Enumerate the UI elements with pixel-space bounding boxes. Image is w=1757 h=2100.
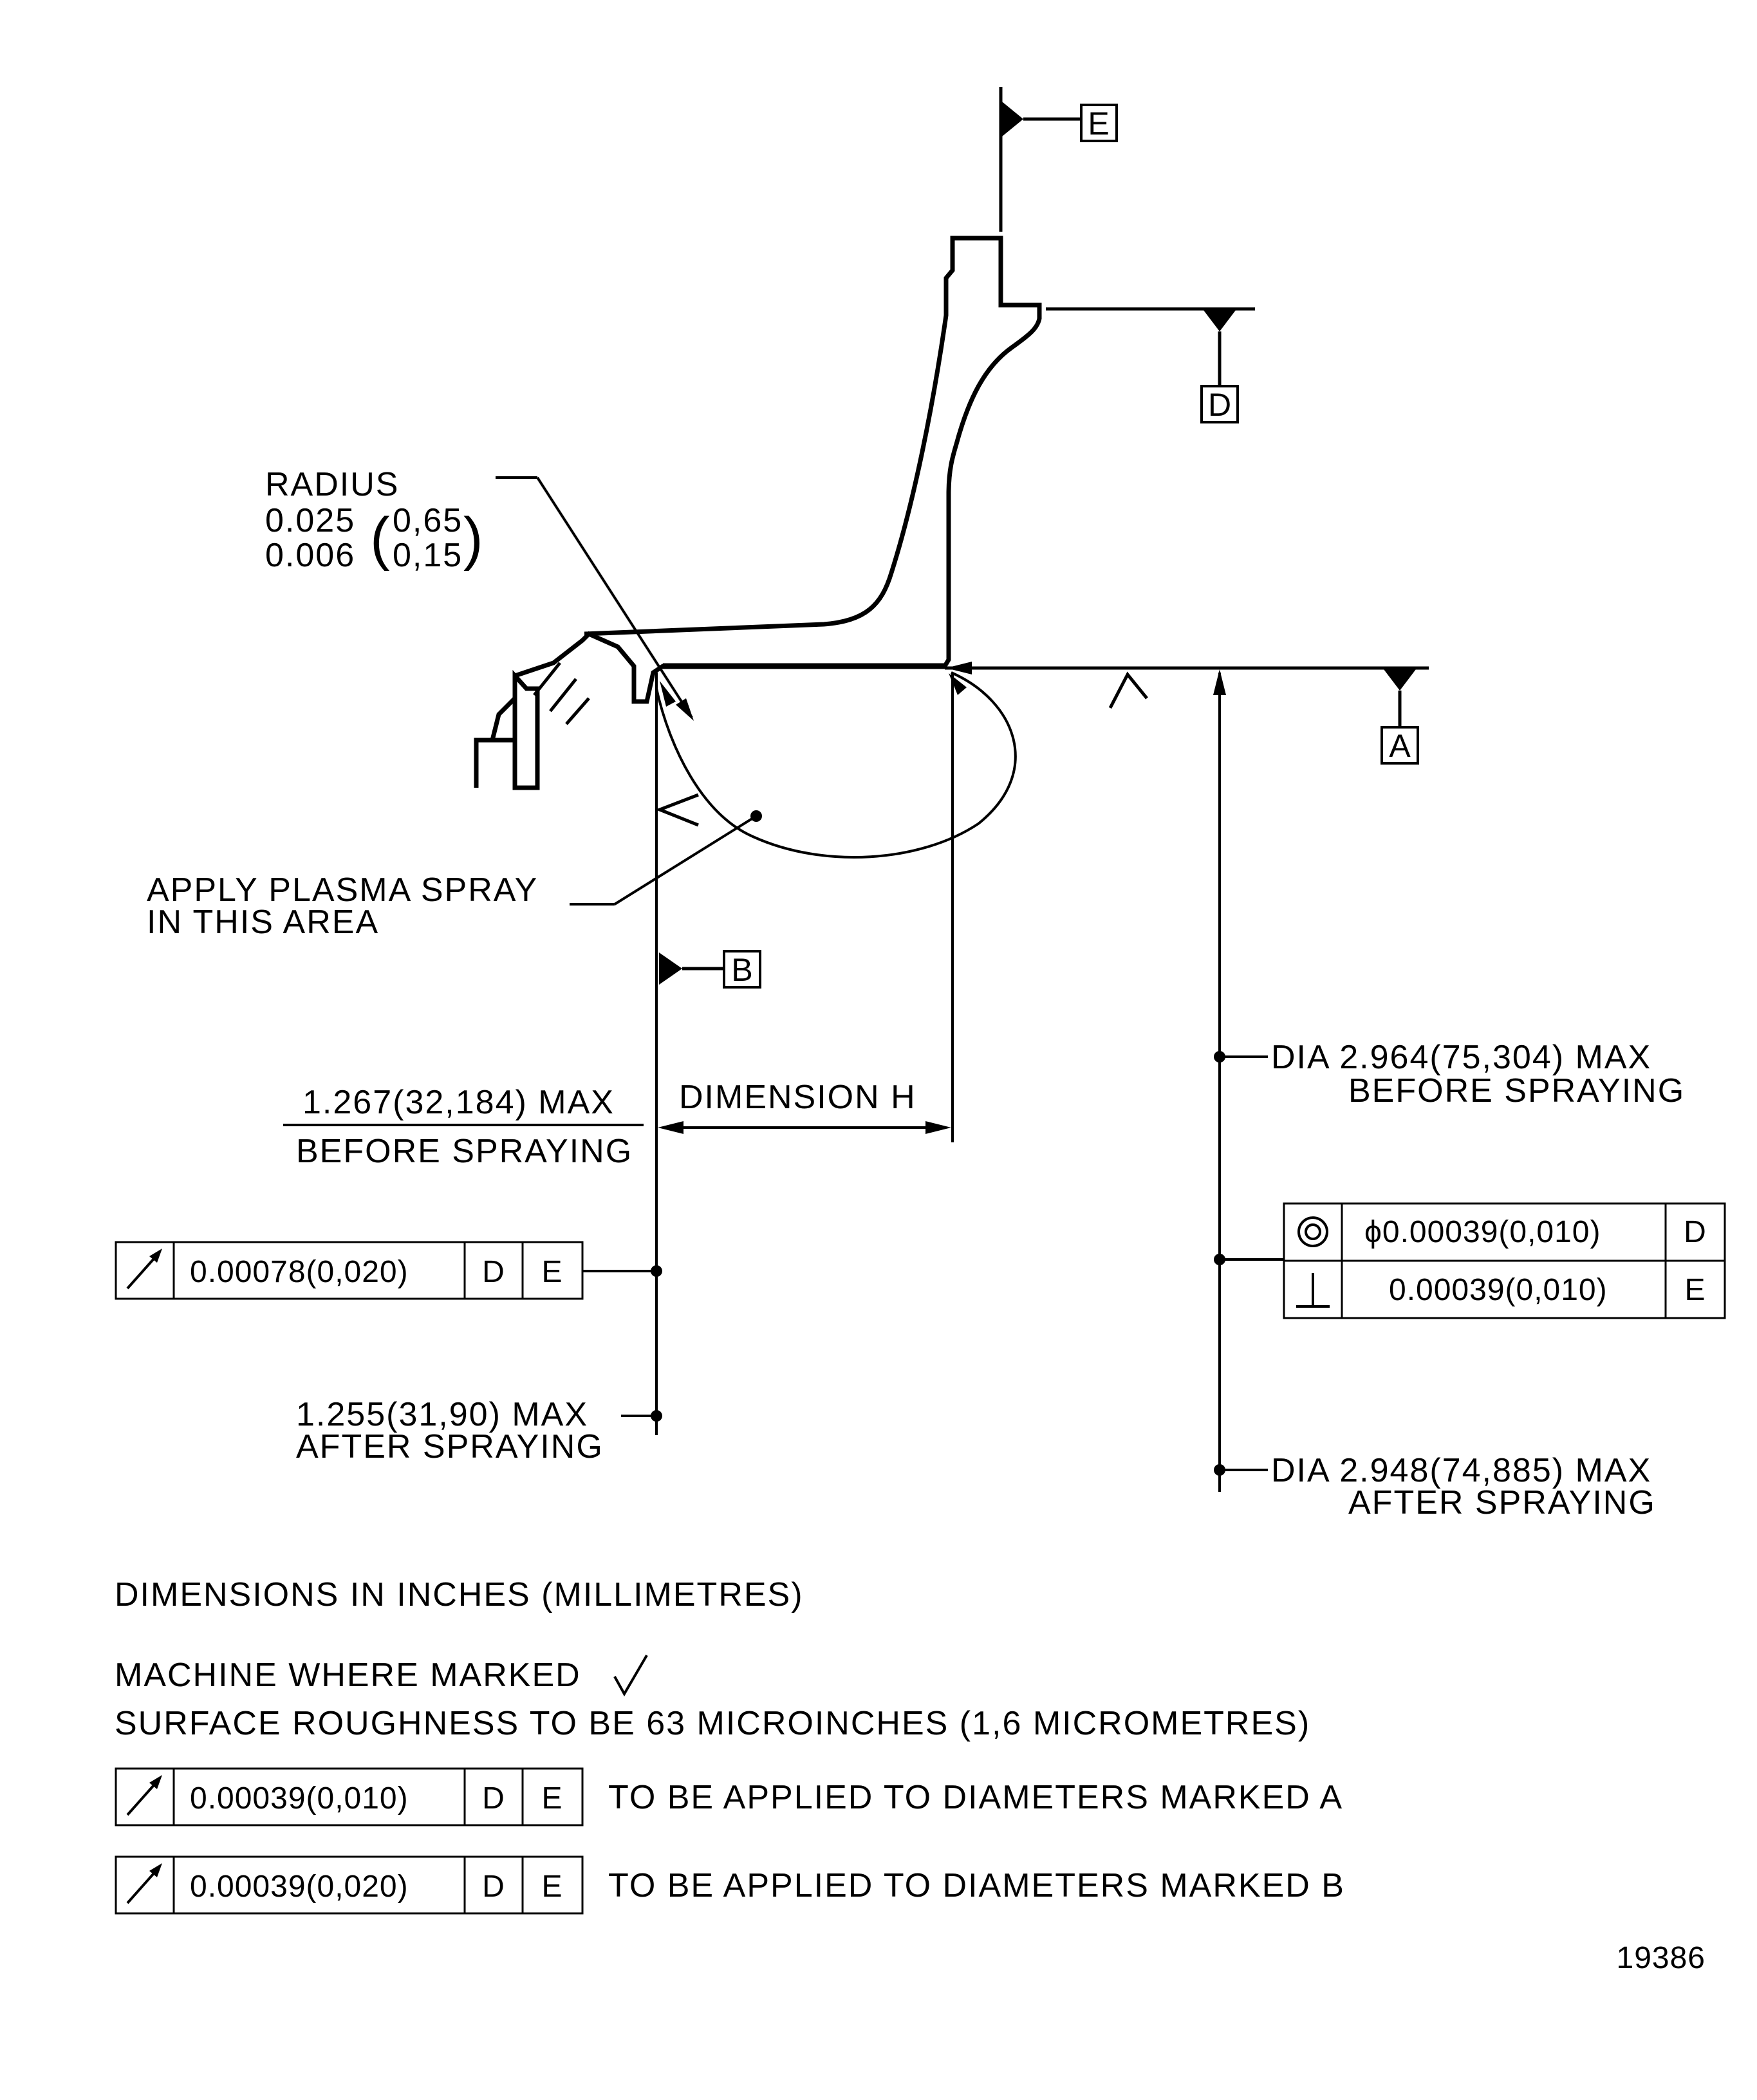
fcf-left-ref1: D xyxy=(482,1255,505,1289)
hatch-marks xyxy=(533,662,590,725)
radius-paren-left: ( xyxy=(370,506,390,571)
dia-before-note: BEFORE SPRAYING xyxy=(1348,1072,1685,1110)
dim-h-after-value: 1.255(31,90) MAX xyxy=(296,1396,588,1433)
datum-a-symbol xyxy=(945,666,1429,765)
dim-h-before-value: 1.267(32,184) MAX xyxy=(302,1084,615,1121)
dim-h-before-note: BEFORE SPRAYING xyxy=(296,1133,633,1170)
part-profile xyxy=(474,236,1042,790)
datum-b-symbol xyxy=(659,950,761,989)
machine-marks xyxy=(655,671,1148,827)
fcf-left-value: 0.00078(0,020) xyxy=(190,1255,409,1289)
arrowheads xyxy=(658,662,1226,1134)
note-units: DIMENSIONS IN INCHES (MILLIMETRES) xyxy=(115,1576,804,1613)
fcf-right-row1-ref: D xyxy=(1684,1215,1707,1249)
datum-b-label: B xyxy=(731,952,752,988)
figure-number: 19386 xyxy=(1617,1941,1706,1975)
datum-a-label: A xyxy=(1389,728,1411,764)
radius-upper-inch: 0.025 xyxy=(265,502,355,539)
plasma-note-line2: IN THIS AREA xyxy=(147,904,379,941)
tolerance-row-b-ref1: D xyxy=(482,1870,505,1904)
perpendicularity-icon xyxy=(1296,1273,1330,1308)
tolerance-row-a-text: TO BE APPLIED TO DIAMETERS MARKED A xyxy=(608,1779,1343,1816)
tolerance-row-b-value: 0.00039(0,020) xyxy=(190,1870,409,1904)
note-roughness: SURFACE ROUGHNESS TO BE 63 MICROINCHES (… xyxy=(115,1705,1310,1742)
datum-e-symbol xyxy=(999,87,1118,232)
radius-lower-inch: 0.006 xyxy=(265,537,355,574)
datum-e-label: E xyxy=(1088,106,1109,142)
dim-h-after-note: AFTER SPRAYING xyxy=(296,1428,604,1465)
datum-d-symbol xyxy=(1046,307,1255,423)
fcf-right-row1-value: ϕ0.00039(0,010) xyxy=(1364,1215,1601,1249)
concentricity-icon xyxy=(1297,1216,1328,1247)
radius-paren-right: ) xyxy=(463,506,483,571)
machine-check-icon xyxy=(613,1654,648,1697)
fcf-right-row2-ref: E xyxy=(1684,1273,1706,1307)
tolerance-row-b: 0.00039(0,020) D E TO BE APPLIED TO DIAM… xyxy=(115,1855,1345,1915)
dimension-lines xyxy=(283,476,1284,1492)
tolerance-row-a-ref1: D xyxy=(482,1781,505,1816)
fcf-right-row2-value: 0.00039(0,010) xyxy=(1389,1273,1608,1307)
runout-arrow-icon xyxy=(126,1249,162,1290)
radius-upper-mm: 0,65 xyxy=(393,502,463,539)
tolerance-row-a: 0.00039(0,010) D E TO BE APPLIED TO DIAM… xyxy=(115,1767,1343,1826)
runout-arrow-icon xyxy=(126,1863,162,1904)
fcf-left-ref2: E xyxy=(541,1255,562,1289)
dimension-h-label: DIMENSION H xyxy=(679,1079,916,1116)
radius-title: RADIUS xyxy=(265,466,399,503)
plasma-note-line1: APPLY PLASMA SPRAY xyxy=(147,871,538,909)
tolerance-row-a-ref2: E xyxy=(541,1781,562,1816)
tolerance-row-b-ref2: E xyxy=(541,1870,562,1904)
dia-after-note: AFTER SPRAYING xyxy=(1348,1484,1656,1521)
tolerance-row-a-value: 0.00039(0,010) xyxy=(190,1781,409,1816)
leader-dots xyxy=(651,810,1225,1476)
runout-arrow-icon xyxy=(126,1775,162,1816)
fcf-right: ϕ0.00039(0,010) D 0.00039(0,010) E xyxy=(1283,1202,1726,1319)
dia-after-value: DIA 2.948(74,885) MAX xyxy=(1271,1452,1651,1489)
datum-d-label: D xyxy=(1208,387,1231,423)
dia-before-value: DIA 2.964(75,304) MAX xyxy=(1271,1039,1651,1076)
note-machine: MACHINE WHERE MARKED xyxy=(115,1657,581,1694)
tolerance-row-b-text: TO BE APPLIED TO DIAMETERS MARKED B xyxy=(608,1867,1345,1904)
fcf-left: 0.00078(0,020) D E xyxy=(115,1241,584,1300)
radius-lower-mm: 0,15 xyxy=(393,537,463,574)
